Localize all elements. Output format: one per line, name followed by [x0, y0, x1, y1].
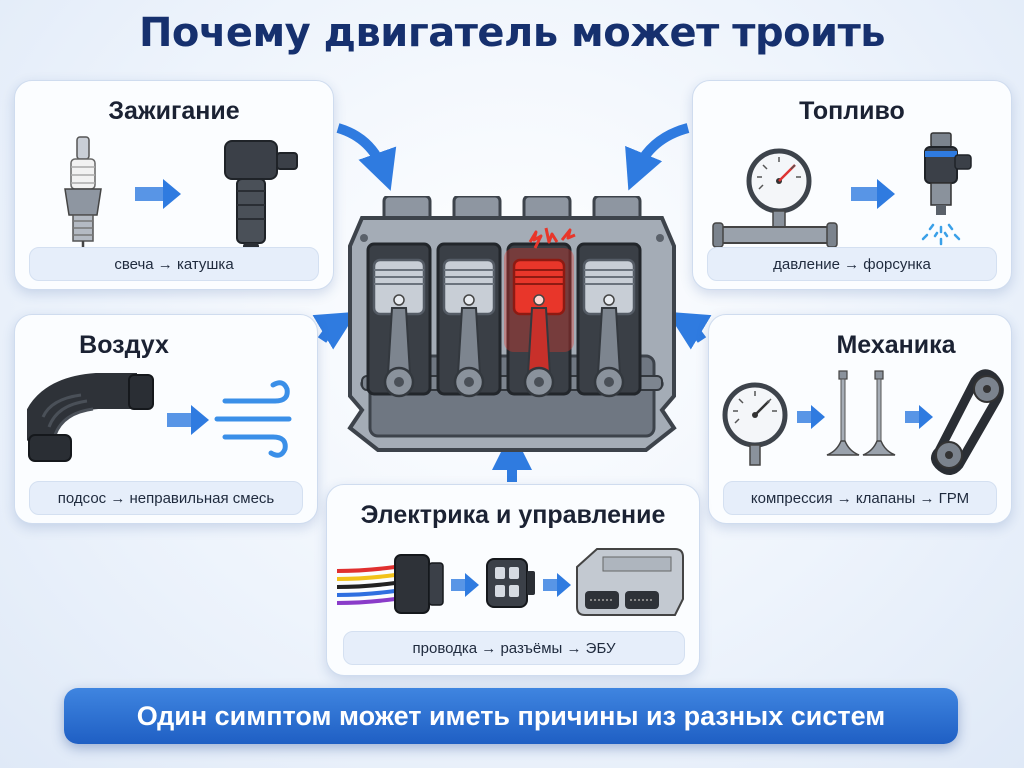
- summary-banner: Один симптом может иметь причины из разн…: [64, 688, 958, 744]
- fuel-card-title: Топливо: [799, 97, 905, 125]
- electrics-caption: проводка → разъёмы → ЭБУ: [343, 631, 685, 665]
- cylinder-misfiring: [504, 242, 574, 398]
- arrow-mechanics-to-engine: [666, 311, 712, 350]
- arrow-icon: [167, 405, 209, 435]
- mechanics-caption: компрессия → клапаны → ГРМ: [723, 481, 997, 515]
- airflow-icon: [214, 380, 292, 458]
- arrow-icon: [797, 405, 825, 429]
- arrow-icon: [851, 179, 895, 209]
- arrow-icon: [451, 573, 479, 597]
- air-card-title: Воздух: [79, 331, 169, 359]
- cylinder: [576, 242, 642, 398]
- ignition-icons: [64, 136, 298, 257]
- connector-icon: [486, 558, 535, 608]
- timing-belt-icon: [931, 369, 1004, 475]
- ignition-coil-icon: [224, 140, 298, 253]
- mechanics-icons: [722, 369, 1004, 475]
- pressure-gauge-icon: [712, 148, 838, 248]
- ecu-icon: [576, 548, 684, 616]
- air-card: Воздух подсос → неправильная смесь: [14, 314, 318, 524]
- valves-icon: [826, 370, 896, 456]
- mechanics-card: Механика: [708, 314, 1012, 524]
- ignition-caption: свеча → катушка: [29, 247, 319, 281]
- arrow-air-to-engine: [312, 311, 358, 350]
- fuel-caption: давление → форсунка: [707, 247, 997, 281]
- misfire-spark-icon: [528, 227, 576, 249]
- cylinder: [436, 242, 502, 398]
- cylinder: [366, 242, 432, 398]
- mechanics-card-title: Механика: [836, 331, 956, 359]
- spark-plug-icon: [64, 136, 102, 257]
- page-title: Почему двигатель может троить: [138, 10, 886, 56]
- cylinders: [361, 242, 663, 398]
- arrow-icon: [543, 573, 571, 597]
- ignition-card-title: Зажигание: [108, 97, 240, 125]
- wiring-harness-icon: [336, 554, 444, 614]
- fuel-icons: [712, 132, 972, 248]
- air-caption: подсос → неправильная смесь: [29, 481, 303, 515]
- electrics-card-title: Электрика и управление: [360, 501, 666, 529]
- engine-block: [347, 196, 677, 452]
- electrics-icons: [336, 548, 684, 616]
- arrow-ignition-to-engine: [336, 123, 397, 191]
- compression-gauge-icon: [722, 382, 788, 466]
- intake-hose-icon: [27, 373, 154, 462]
- electrics-card: Электрика и управление: [326, 484, 700, 676]
- fuel-card: Топливо давление → форсунка: [692, 80, 1012, 290]
- arrow-icon: [135, 179, 181, 209]
- arrow-fuel-to-engine: [625, 123, 690, 191]
- arrow-icon: [905, 405, 933, 429]
- ignition-card: Зажигание свеча → катушка: [14, 80, 334, 290]
- air-icons: [27, 373, 292, 462]
- fuel-injector-icon: [921, 132, 972, 246]
